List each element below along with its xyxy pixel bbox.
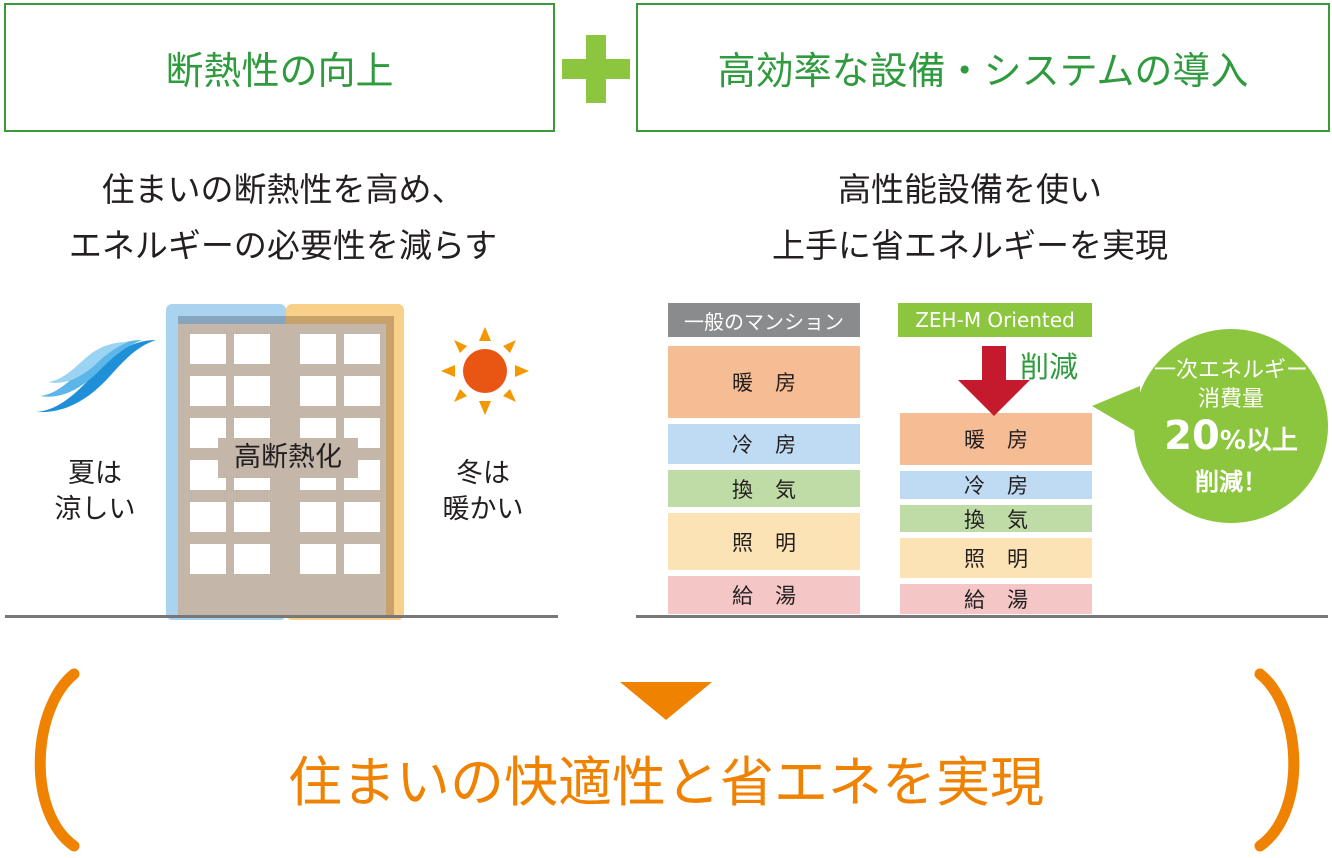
bar-segment-zeh-2: 換気 — [900, 505, 1092, 532]
reduction-label: 削減 — [1020, 350, 1079, 384]
bar-segment-label: 給湯 — [732, 584, 818, 608]
bar-segment-general-0: 暖房 — [668, 346, 860, 418]
bar-segment-label: 給湯 — [964, 588, 1050, 612]
right-subtitle-line1: 高性能設備を使い — [838, 170, 1102, 209]
bubble-line4: 削減！ — [1195, 468, 1267, 496]
bubble-line2: 消費量 — [1197, 387, 1264, 412]
bubble-percent-row: 20%以上 — [1140, 414, 1322, 466]
left-title-box: 断熱性の向上 — [4, 3, 555, 132]
summer-label-line2: 涼しい — [54, 494, 136, 525]
bar-segment-label: 冷房 — [964, 474, 1050, 498]
result-text: 住まいの快適性と省エネを実現 — [288, 751, 1044, 814]
wind-icon — [36, 340, 156, 413]
right-subtitle: 高性能設備を使い 上手に省エネルギーを実現 — [640, 162, 1300, 274]
speech-bubble — [1092, 329, 1328, 523]
bar-segment-zeh-0: 暖房 — [900, 413, 1092, 465]
bar-segment-general-2: 換気 — [668, 470, 860, 507]
bar-segment-label: 冷房 — [732, 433, 818, 457]
bubble-percent-suffix: %以上 — [1219, 426, 1298, 456]
bar-segment-label: 換気 — [964, 507, 1050, 532]
winter-label-line2: 暖かい — [442, 494, 524, 525]
series-tag-general-text: 一般のマンション — [684, 309, 844, 334]
left-subtitle-line2: エネルギーの必要性を減らす — [68, 226, 498, 265]
bar-segment-zeh-1: 冷房 — [900, 471, 1092, 499]
left-parenthesis — [34, 668, 80, 852]
bar-segment-label: 照明 — [964, 547, 1050, 571]
right-subtitle-line2: 上手に省エネルギーを実現 — [772, 226, 1168, 265]
building-illustration — [166, 304, 404, 620]
bubble-percent: 20 — [1164, 413, 1220, 459]
right-parenthesis — [1254, 668, 1300, 852]
summer-label-line1: 夏は — [68, 458, 122, 489]
bar-segment-zeh-4: 給湯 — [900, 584, 1092, 614]
summer-label: 夏は 涼しい — [40, 456, 150, 528]
left-subtitle-line1: 住まいの断熱性を高め、 — [101, 170, 465, 209]
series-tag-zeh-text: ZEH-M Oriented — [915, 308, 1075, 332]
right-title-box: 高効率な設備・システムの導入 — [636, 3, 1330, 132]
series-tag-general: 一般のマンション — [668, 303, 860, 337]
bar-segment-general-3: 照明 — [668, 513, 860, 570]
right-ground-line — [636, 615, 1328, 618]
winter-label-line1: 冬は — [456, 458, 510, 489]
bar-segment-label: 照明 — [732, 530, 818, 555]
bar-segment-label: 暖房 — [964, 428, 1050, 452]
sun-icon — [441, 327, 529, 415]
bar-segment-zeh-3: 照明 — [900, 538, 1092, 578]
left-subtitle: 住まいの断熱性を高め、 エネルギーの必要性を減らす — [0, 162, 566, 274]
bubble-line1: 一次エネルギー — [1153, 358, 1308, 383]
down-arrow-icon — [958, 346, 1030, 416]
left-title: 断熱性の向上 — [165, 49, 394, 93]
series-tag-zeh: ZEH-M Oriented — [898, 303, 1092, 337]
building-label: 高断熱化 — [218, 438, 358, 478]
bar-segment-general-1: 冷房 — [668, 424, 860, 464]
bubble-text: 一次エネルギー 消費量 20%以上 削減！ — [1140, 356, 1322, 498]
bar-segment-label: 換気 — [732, 477, 818, 502]
winter-label: 冬は 暖かい — [428, 456, 538, 528]
right-title: 高効率な設備・システムの導入 — [717, 49, 1249, 93]
triangle-down-icon — [620, 682, 712, 720]
bar-segment-general-4: 給湯 — [668, 576, 860, 614]
plus-icon — [562, 35, 630, 103]
bar-segment-label: 暖房 — [732, 371, 818, 395]
left-ground-line — [5, 615, 558, 618]
